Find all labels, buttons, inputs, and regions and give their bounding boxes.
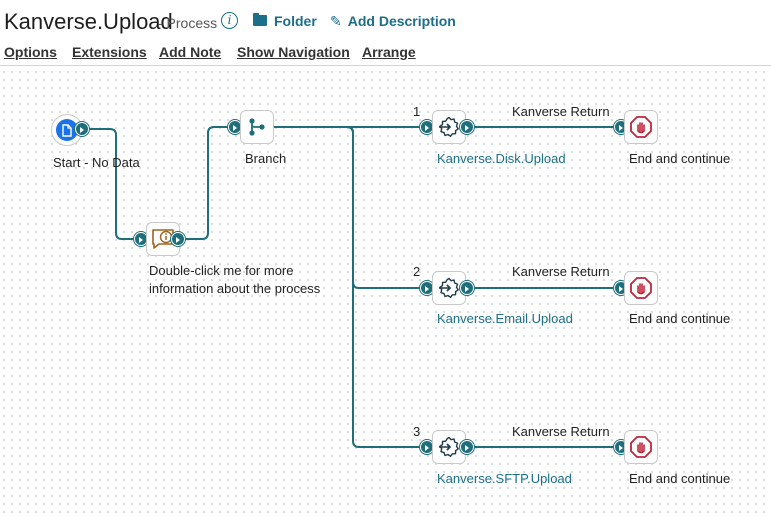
subprocess-1-label[interactable]: Kanverse.Disk.Upload bbox=[437, 151, 566, 166]
process-subtitle: - Process bbox=[158, 15, 218, 31]
branch-shape[interactable] bbox=[240, 110, 274, 144]
stop-hand-icon bbox=[630, 436, 652, 458]
menu-add-note[interactable]: Add Note bbox=[159, 44, 222, 60]
stop-hand-icon bbox=[630, 116, 652, 138]
start-label: Start - No Data bbox=[53, 155, 140, 170]
process-header: Kanverse.Upload - Process i Folder ✎ Add … bbox=[0, 0, 771, 44]
end-shape-3[interactable] bbox=[624, 430, 658, 464]
process-title: Kanverse.Upload bbox=[4, 9, 173, 34]
branch-input-port[interactable] bbox=[228, 120, 242, 134]
return-label-2: Kanverse Return bbox=[512, 264, 610, 279]
note-label: Double-click me for more information abo… bbox=[149, 263, 321, 296]
branch-label: Branch bbox=[245, 151, 287, 166]
end-shape-1[interactable] bbox=[624, 110, 658, 144]
branch-icon bbox=[249, 118, 265, 136]
folder-label: Folder bbox=[274, 13, 317, 29]
end-3-label: End and continue bbox=[629, 471, 731, 486]
end-shape-2[interactable] bbox=[624, 271, 658, 305]
info-icon[interactable]: i bbox=[221, 12, 238, 29]
stop-hand-icon bbox=[630, 277, 652, 299]
return-label-1: Kanverse Return bbox=[512, 104, 610, 119]
subprocess-2-label[interactable]: Kanverse.Email.Upload bbox=[437, 311, 573, 326]
document-icon bbox=[56, 119, 78, 141]
path-number-1: 1 bbox=[413, 104, 421, 119]
subprocess-gear-icon bbox=[439, 116, 459, 137]
subprocess-gear-icon bbox=[439, 436, 459, 457]
menu-extensions[interactable]: Extensions bbox=[72, 44, 147, 60]
menu-arrange[interactable]: Arrange bbox=[362, 44, 416, 60]
path-number-3: 3 bbox=[413, 424, 421, 439]
start-output-port[interactable] bbox=[75, 122, 89, 136]
end-2-label: End and continue bbox=[629, 311, 731, 326]
subprocess-2-output-port[interactable] bbox=[460, 281, 474, 295]
subprocess-3-output-port[interactable] bbox=[460, 440, 474, 454]
return-label-3: Kanverse Return bbox=[512, 424, 610, 439]
pencil-icon: ✎ bbox=[330, 13, 342, 29]
path-number-2: 2 bbox=[413, 264, 421, 279]
subprocess-gear-icon bbox=[439, 277, 459, 298]
subprocess-3-label[interactable]: Kanverse.SFTP.Upload bbox=[437, 471, 572, 486]
folder-link[interactable]: Folder bbox=[253, 13, 317, 29]
subprocess-1-output-port[interactable] bbox=[460, 120, 474, 134]
note-output-port[interactable] bbox=[171, 232, 185, 246]
add-description-label: Add Description bbox=[347, 13, 456, 29]
end-1-label: End and continue bbox=[629, 151, 731, 166]
menu-options[interactable]: Options bbox=[4, 44, 57, 60]
menu-show-navigation[interactable]: Show Navigation bbox=[237, 44, 350, 60]
folder-icon bbox=[253, 13, 267, 26]
add-description-link[interactable]: ✎ Add Description bbox=[330, 13, 456, 30]
menu-bar: Options Extensions Add Note Show Navigat… bbox=[0, 44, 771, 66]
